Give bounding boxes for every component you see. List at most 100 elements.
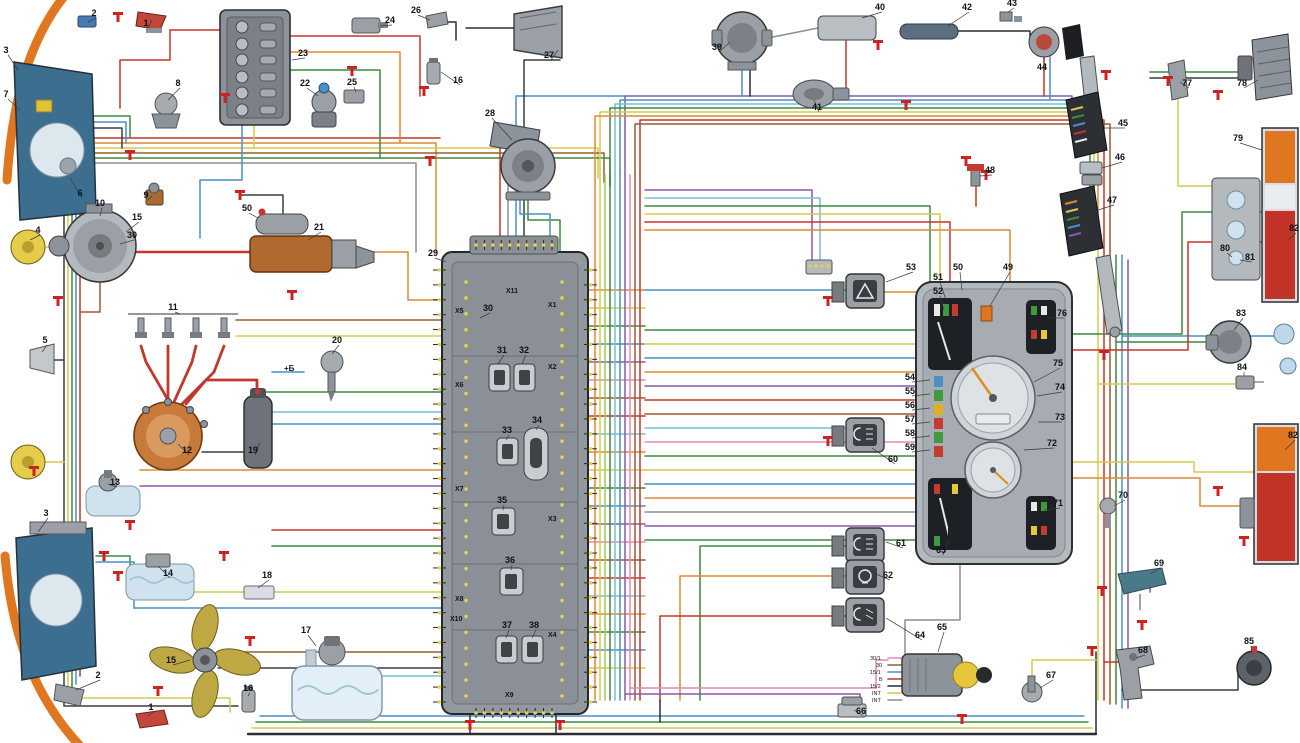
wire	[178, 344, 226, 408]
washer-reservoir-main	[291, 665, 383, 721]
ground-bar	[29, 466, 39, 469]
pin	[464, 662, 468, 666]
pin	[560, 471, 564, 475]
component-69	[1117, 567, 1167, 595]
ground-stem	[128, 523, 132, 530]
pin	[588, 640, 593, 645]
component-22-base	[311, 111, 337, 128]
gauge-bar	[943, 304, 949, 316]
foglamp-icon-ray	[865, 614, 874, 620]
pin	[588, 476, 593, 481]
ground-stem	[56, 299, 60, 306]
pin	[437, 581, 442, 585]
wire	[1177, 95, 1215, 187]
ground-symbol	[823, 436, 833, 446]
ground-stem	[558, 723, 562, 730]
callout-number: 71	[1053, 498, 1063, 508]
pin	[820, 264, 824, 268]
fuse-link	[259, 88, 277, 98]
component-16-bottom	[241, 689, 256, 713]
wire	[699, 545, 847, 701]
pin	[826, 264, 830, 268]
callout-number: 84	[1237, 362, 1247, 372]
callout-leader	[989, 271, 1011, 307]
callout-number: 16	[243, 683, 253, 693]
component-16-bottom-cap	[244, 686, 253, 691]
pin	[560, 646, 564, 651]
callout-number: 37	[502, 620, 512, 630]
ground-symbol	[1097, 586, 1107, 596]
pin	[437, 700, 442, 704]
callout-number: 69	[1154, 558, 1164, 568]
connector-label-x1: X1	[548, 302, 557, 309]
coil-terminal-label: +Б	[284, 364, 295, 373]
ground-symbol	[113, 571, 123, 581]
connector-46a	[1079, 161, 1103, 175]
spark-plug	[164, 317, 172, 335]
fuse	[235, 103, 249, 117]
callout-number: 32	[519, 345, 529, 355]
central-block-inner	[451, 261, 579, 705]
callout-leader	[147, 711, 154, 717]
tail-lamp-bulb	[1228, 250, 1244, 266]
ground-symbol	[99, 551, 109, 561]
component-20-stem	[327, 371, 336, 393]
callout-number: 55	[905, 386, 915, 396]
pin	[437, 357, 442, 362]
wire	[63, 107, 239, 707]
ground-symbol	[1213, 90, 1223, 100]
pin	[560, 391, 564, 396]
ground-symbol	[957, 714, 967, 724]
pin	[560, 566, 564, 571]
tail-lamp-bulb	[1226, 220, 1246, 240]
callout-leader	[531, 629, 537, 639]
wire	[767, 27, 819, 39]
distributor-center	[159, 427, 177, 445]
tail-lamp-right-reverse-section	[1265, 185, 1295, 209]
pin	[464, 439, 468, 444]
wire	[139, 344, 170, 402]
horn-low-center	[22, 456, 34, 468]
callout-number: 67	[1046, 670, 1056, 680]
ground-symbol	[555, 720, 565, 730]
wire	[644, 205, 931, 283]
fuse	[235, 86, 249, 100]
callout-leader	[535, 424, 540, 431]
pin	[437, 446, 442, 451]
wire	[93, 115, 131, 139]
ground-stem	[116, 15, 120, 22]
wire	[644, 221, 951, 283]
wire	[1031, 659, 1097, 683]
motor-83-core	[1218, 330, 1242, 354]
pin	[464, 423, 468, 428]
callout-leader	[1239, 259, 1253, 263]
callout-leader	[1097, 204, 1115, 211]
connector-45-pin	[1074, 138, 1088, 143]
ground-bar	[957, 714, 967, 717]
callout-leader	[75, 679, 101, 691]
callout-leader	[37, 517, 49, 533]
pin	[482, 711, 487, 715]
ground-stem	[904, 103, 908, 110]
pin	[588, 610, 593, 615]
callout-leader	[306, 87, 319, 97]
pin	[507, 711, 512, 715]
component-42	[899, 23, 959, 40]
callout-leader	[119, 239, 135, 245]
callout-number: 22	[300, 78, 310, 88]
connector-45-pin	[1072, 122, 1086, 127]
ground-bar	[113, 12, 123, 15]
callout-number: 12	[182, 445, 192, 455]
wire	[239, 194, 284, 217]
callout-number: 49	[1003, 262, 1013, 272]
generator-shaft	[96, 242, 104, 250]
callout-number: 80	[1220, 243, 1230, 253]
pin	[588, 551, 593, 555]
pin	[464, 487, 468, 491]
callout-number: 42	[962, 2, 972, 12]
pin	[437, 268, 442, 272]
indicator-bar	[1031, 502, 1037, 511]
wire	[629, 659, 889, 689]
wire	[84, 152, 605, 183]
pin	[437, 327, 442, 332]
